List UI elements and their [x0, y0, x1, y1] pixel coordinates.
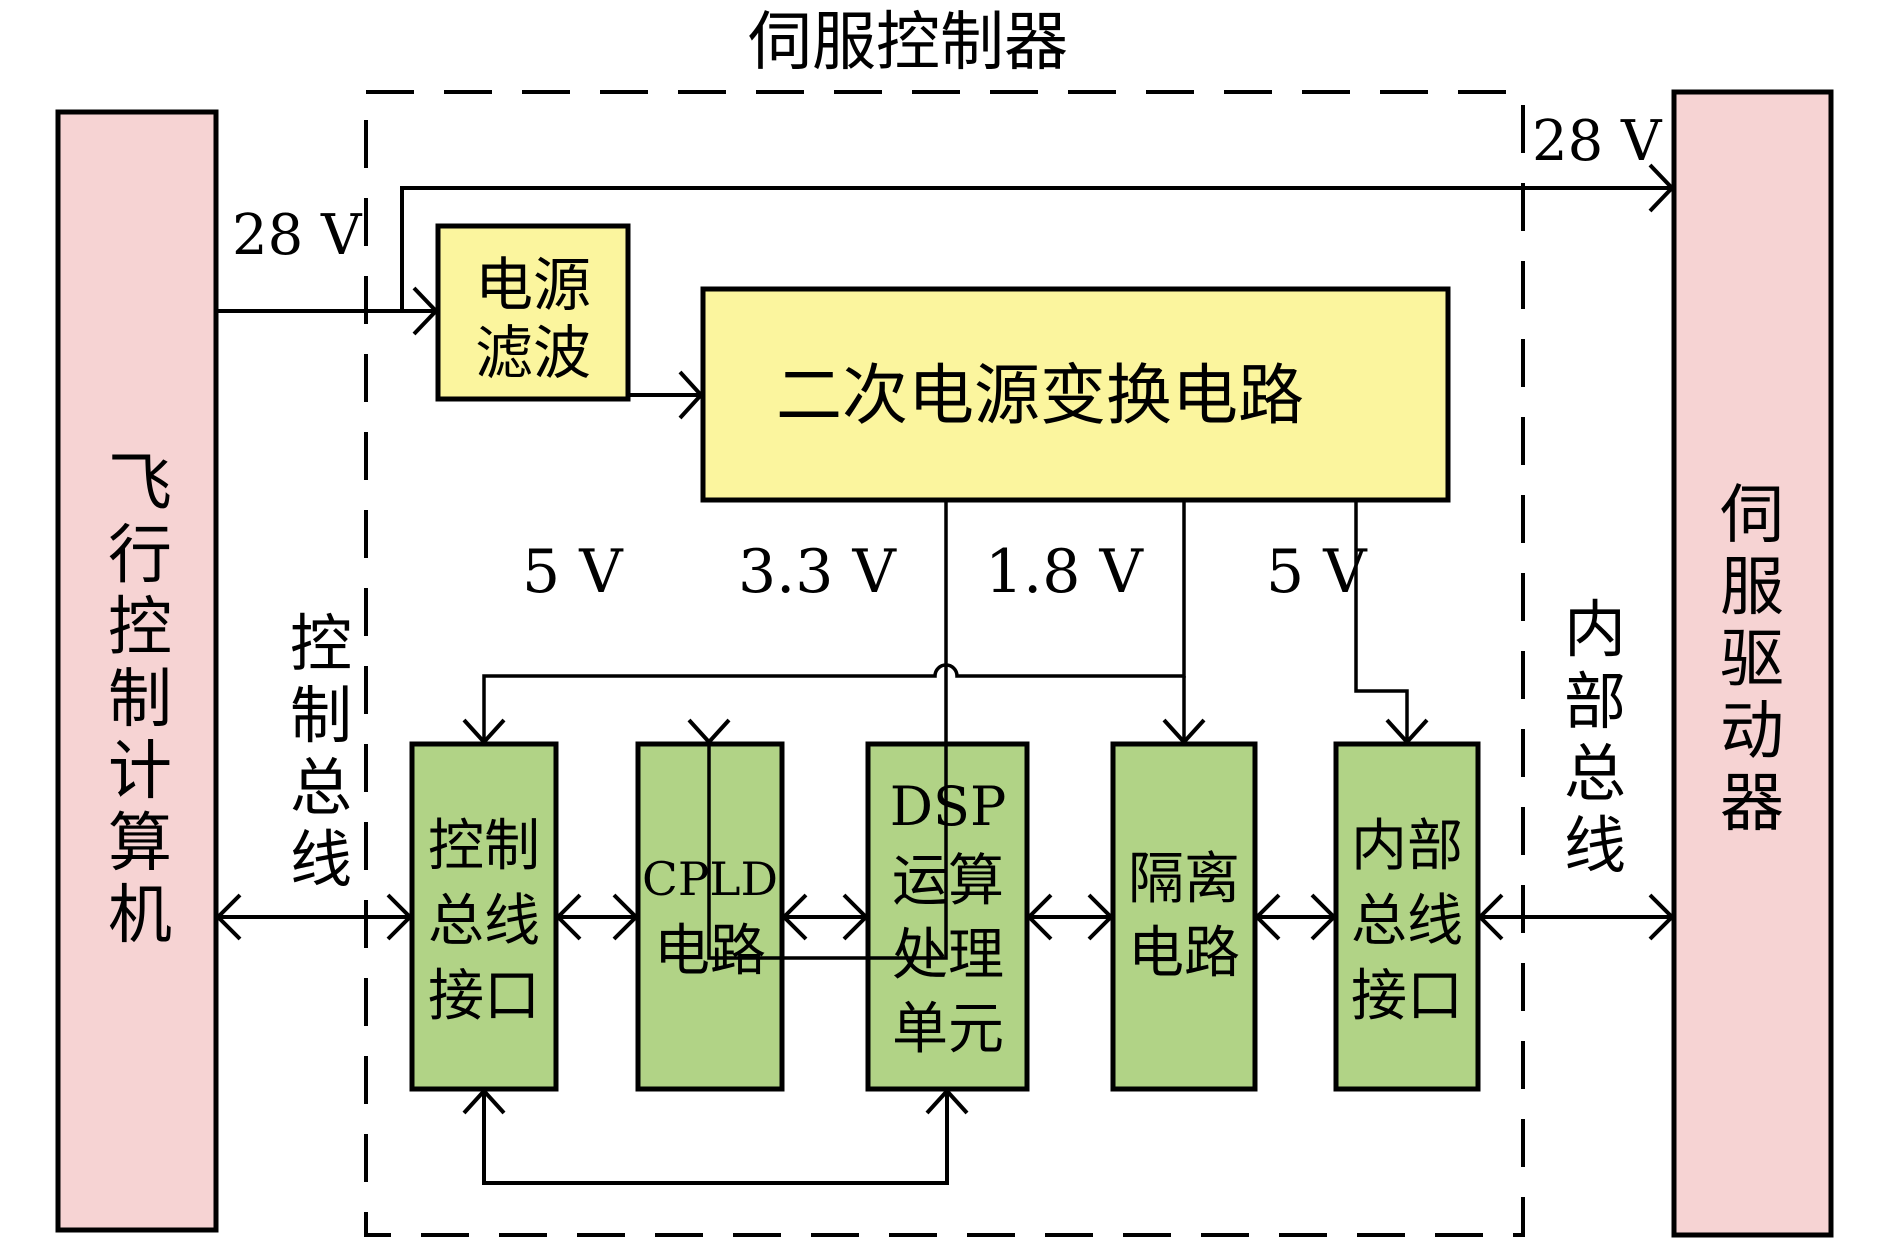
arrowhead-icon — [842, 893, 869, 941]
arrowhead-icon — [215, 893, 242, 941]
secondary-power-converter-label: 二次电源变换电路 — [776, 357, 1304, 434]
rail-5v-b-label: 5 V — [1266, 537, 1368, 607]
fcc-char: 制 — [108, 663, 172, 737]
driver-char: 动 — [1720, 695, 1784, 769]
module-label-line: 总线 — [428, 889, 540, 954]
flight-control-computer-label: 飞 行 控 制 计 算 机 — [108, 447, 172, 953]
arrowhead-icon — [462, 718, 506, 745]
arrowhead-icon — [1648, 893, 1675, 941]
control-bus-label: 控 制 总 线 — [290, 607, 352, 896]
arrowhead-icon — [1385, 718, 1429, 745]
arrowhead-icon — [386, 893, 413, 941]
control-bus-char: 控 — [290, 607, 352, 680]
servo-driver-label: 伺 服 驱 动 器 — [1720, 479, 1784, 841]
rail-3v3-label: 3.3 V — [738, 537, 897, 607]
module-label-line: 运算 — [892, 849, 1004, 914]
module-label-line: 总线 — [1351, 889, 1463, 954]
servo-driver-block[interactable] — [1671, 89, 1834, 1238]
module-label-line: DSP — [890, 775, 1007, 838]
rail-5v-b-wire — [1354, 500, 1409, 742]
control-bus-char: 线 — [290, 823, 352, 896]
bypass-28v-wire — [400, 186, 1674, 313]
input-28v-label: 28 V — [232, 203, 363, 268]
arrowhead-icon — [1162, 718, 1206, 745]
arrowhead-icon — [1648, 163, 1675, 213]
fcc-char: 行 — [108, 519, 172, 593]
arrowhead-icon — [687, 718, 731, 745]
servo-controller-boundary — [364, 90, 1525, 1237]
interface-dsp-loop-wire — [482, 1089, 949, 1185]
arrowhead-icon — [1477, 893, 1504, 941]
flight-control-computer-block[interactable] — [55, 109, 219, 1233]
internal-bus-char: 内 — [1564, 593, 1626, 666]
arrowhead-icon — [1310, 893, 1337, 941]
control-bus-char: 制 — [290, 679, 352, 752]
arrowhead-icon — [1087, 893, 1114, 941]
fcc-char: 飞 — [108, 447, 172, 521]
module-label-line: 接口 — [1351, 964, 1463, 1029]
isolation-circuit-block[interactable] — [1110, 741, 1258, 1092]
fcc-char: 控 — [108, 591, 172, 665]
module-label-line: 电路 — [1128, 921, 1240, 986]
arrowhead-icon — [1254, 893, 1281, 941]
module-label-line: 内部 — [1351, 814, 1463, 879]
module-label-line: 处理 — [892, 923, 1004, 988]
arrowhead-icon — [555, 893, 582, 941]
internal-bus-char: 总 — [1564, 737, 1626, 810]
arrowhead-icon — [1026, 893, 1053, 941]
driver-char: 器 — [1720, 767, 1784, 841]
arrowhead-icon — [462, 1088, 506, 1115]
power-filter-label-line1: 电源 — [475, 251, 591, 319]
rail-1v8-label: 1.8 V — [985, 537, 1144, 607]
arrowhead-icon — [925, 1088, 969, 1115]
module-label-line: 控制 — [428, 814, 540, 879]
diagram-title: 伺服控制器 — [748, 6, 1068, 80]
module-label-line: 单元 — [892, 997, 1004, 1062]
output-28v-label: 28 V — [1532, 109, 1663, 174]
rail-5v-a-label: 5 V — [522, 537, 624, 607]
arrowhead-icon — [781, 893, 808, 941]
arrowhead-icon — [678, 370, 704, 420]
driver-char: 驱 — [1720, 623, 1784, 697]
secondary-power-converter-block[interactable] — [700, 286, 1451, 503]
internal-bus-char: 部 — [1564, 665, 1626, 738]
module-label-line: 接口 — [428, 964, 540, 1029]
control-bus-char: 总 — [290, 751, 352, 824]
internal-bus-char: 线 — [1564, 809, 1626, 882]
driver-char: 伺 — [1720, 479, 1784, 553]
power-filter-label-line2: 滤波 — [475, 319, 591, 387]
arrowhead-icon — [612, 893, 639, 941]
rail-3v3-wire — [707, 500, 948, 960]
fcc-char: 计 — [108, 735, 172, 809]
internal-bus-label: 内 部 总 线 — [1564, 593, 1626, 882]
fcc-char: 机 — [108, 879, 172, 953]
fcc-char: 算 — [108, 807, 172, 881]
arrowhead-icon — [412, 286, 439, 336]
module-label-line: 隔离 — [1128, 847, 1240, 912]
driver-char: 服 — [1720, 551, 1784, 625]
